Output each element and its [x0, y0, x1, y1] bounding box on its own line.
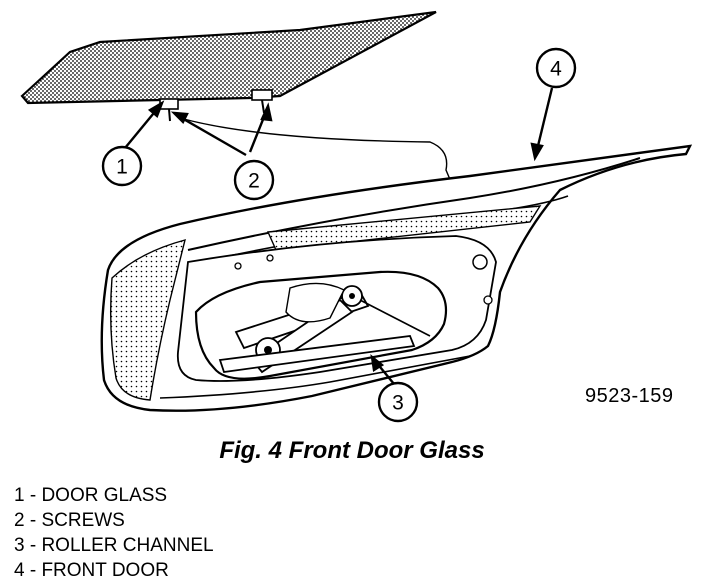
- leader-lines: [124, 87, 554, 385]
- figure-caption: Fig. 4 Front Door Glass: [219, 437, 485, 464]
- front-door-illustration: [100, 144, 693, 412]
- callout-4: 4: [535, 47, 577, 89]
- callout-2: 2: [233, 159, 275, 201]
- front-door-glass-diagram: 1 2 3 4: [20, 10, 693, 423]
- legend-list: 1 - DOOR GLASS 2 - SCREWS 3 - ROLLER CHA…: [14, 483, 214, 583]
- legend-item-door-glass: 1 - DOOR GLASS: [14, 485, 168, 506]
- figure-code: 9523-159: [585, 385, 674, 407]
- legend-item-front-door: 4 - FRONT DOOR: [14, 560, 169, 581]
- callout-3: 3: [377, 381, 419, 423]
- door-glass-illustration: [20, 10, 437, 105]
- callout-3-number: 3: [392, 392, 404, 415]
- window-regulator-illustration: [234, 282, 431, 374]
- callout-4-number: 4: [550, 58, 562, 81]
- legend-item-roller-channel: 3 - ROLLER CHANNEL: [14, 535, 214, 556]
- callout-2-number: 2: [248, 170, 260, 193]
- roller-channel-illustration: [218, 335, 416, 373]
- callout-1: 1: [101, 145, 143, 187]
- legend-item-screws: 2 - SCREWS: [14, 510, 125, 531]
- screws-illustration: [159, 89, 273, 122]
- callout-1-number: 1: [116, 156, 128, 179]
